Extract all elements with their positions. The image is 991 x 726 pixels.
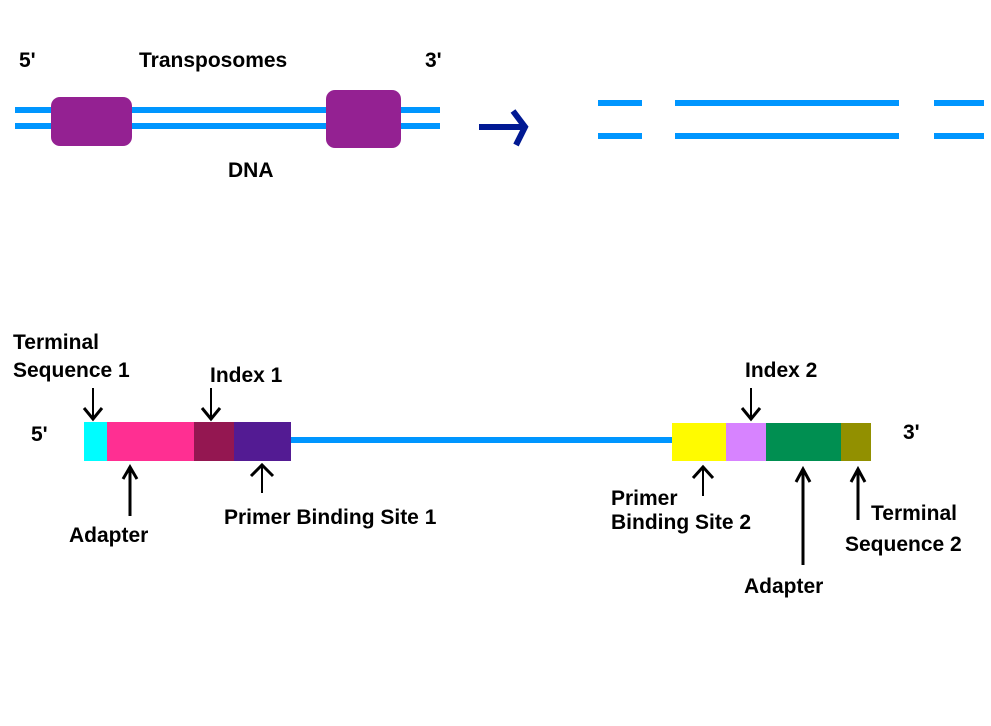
bottom-five-prime-label: 5' (31, 423, 48, 446)
fragment-left-top (598, 100, 642, 106)
fragment-left-bottom (598, 133, 642, 139)
transposome-right (326, 90, 401, 148)
intact-dna (15, 90, 440, 148)
fragment-right-bottom (934, 133, 984, 139)
adapter-2-segment (766, 423, 841, 461)
fragment-middle-top (675, 100, 899, 106)
index-2-segment (726, 423, 766, 461)
index-2-label: Index 2 (745, 359, 817, 382)
left-adapter-construct (84, 422, 291, 461)
primer-binding-site-1-segment (234, 422, 291, 461)
dna-strand-top (15, 107, 440, 113)
top-five-prime-label: 5' (19, 49, 36, 72)
primer-binding-site-2-label-line2: Binding Site 2 (611, 511, 751, 534)
fragment-right-top (934, 100, 984, 106)
up-arrow-icon (121, 464, 139, 516)
adapter-1-label: Adapter (69, 524, 148, 547)
primer-binding-site-2-label-line1: Primer (611, 487, 678, 510)
fragmented-dna (598, 100, 984, 139)
down-arrow-icon (82, 388, 104, 422)
terminal-sequence-1-label-line1: Terminal (13, 331, 99, 354)
insert-dna (291, 437, 672, 443)
top-three-prime-label: 3' (425, 49, 442, 72)
dna-strand-bottom (15, 123, 440, 129)
primer-binding-site-1-label: Primer Binding Site 1 (224, 506, 437, 529)
pointer-arrows (82, 388, 867, 565)
index-1-label: Index 1 (210, 364, 283, 387)
terminal-sequence-2-label-line2: Sequence 2 (845, 533, 962, 556)
right-adapter-construct (672, 423, 871, 461)
terminal-sequence-2-segment (841, 423, 871, 461)
dna-label: DNA (228, 159, 274, 182)
up-arrow-icon (691, 464, 715, 496)
bottom-three-prime-label: 3' (903, 421, 920, 444)
right-arrow-icon (479, 109, 529, 147)
up-arrow-icon (249, 462, 275, 493)
up-arrow-icon (849, 465, 867, 520)
primer-binding-site-2-segment (672, 423, 726, 461)
terminal-sequence-2-label-line1: Terminal (871, 502, 957, 525)
terminal-sequence-1-segment (84, 422, 107, 461)
adapter-2-label: Adapter (744, 575, 823, 598)
transposome-left (51, 97, 132, 146)
up-arrow-icon (794, 465, 812, 565)
transposomes-label: Transposomes (139, 49, 287, 72)
fragment-middle-bottom (675, 133, 899, 139)
index-1-segment (194, 422, 234, 461)
down-arrow-icon (740, 388, 762, 422)
down-arrow-icon (200, 388, 222, 422)
terminal-sequence-1-label-line2: Sequence 1 (13, 359, 130, 382)
adapter-1-segment (107, 422, 194, 461)
